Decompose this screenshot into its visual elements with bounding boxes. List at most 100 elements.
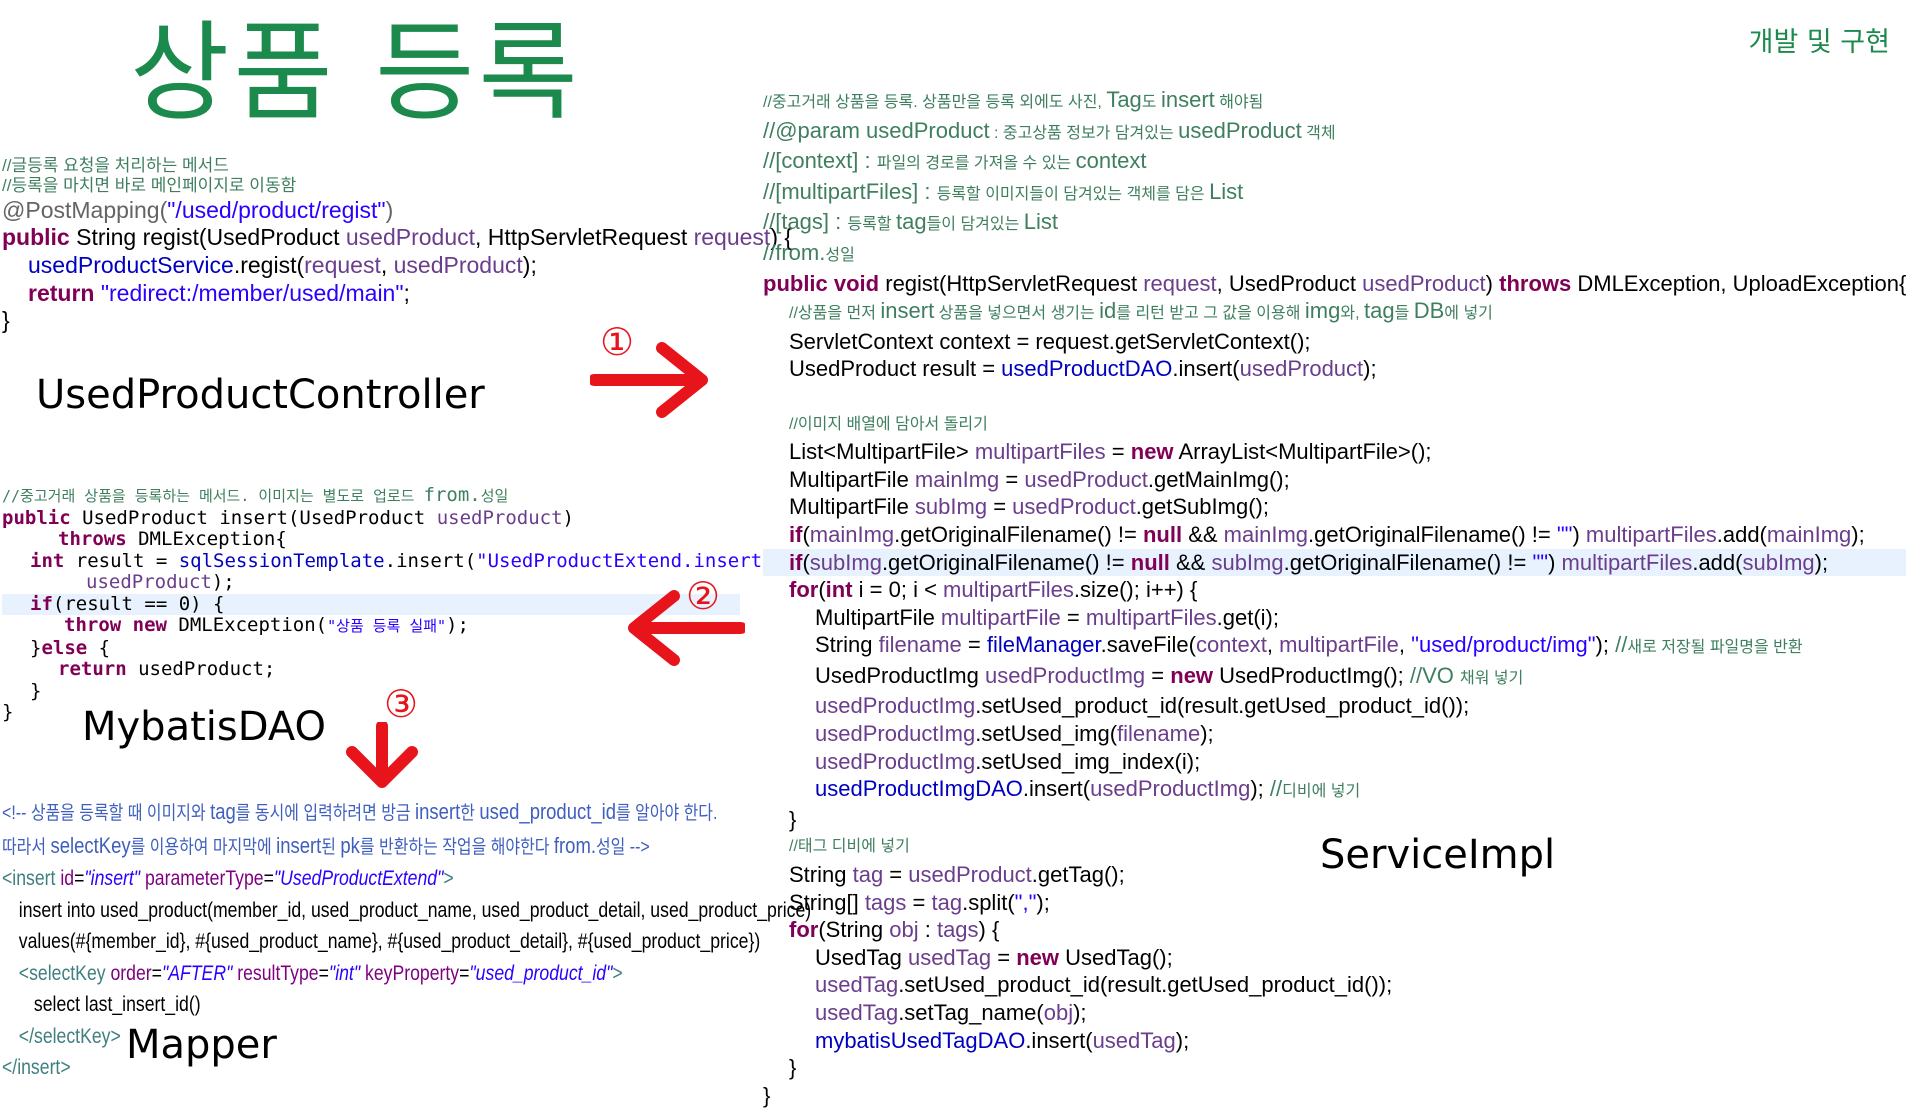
code-variable: usedProductImg [815, 693, 976, 719]
step-number-2: ② [686, 574, 721, 618]
xml-tag: <insert [2, 867, 61, 890]
code-variable: subImg [1211, 549, 1284, 575]
code-token: DMLException{ [126, 528, 287, 550]
code-comment-text: 등록할 이미지들이 담겨있는 객체를 담은 [936, 185, 1210, 203]
code-field: usedProductService [28, 251, 234, 278]
code-comment-text: 채워 넣기 [1460, 669, 1524, 687]
code-token: ; [403, 279, 410, 306]
code-token: i = 0; i < [852, 577, 944, 603]
code-token: .getMainImg(); [1147, 466, 1290, 492]
code-token: , UsedProduct [1216, 270, 1363, 296]
code-string: "UsedProductExtend.insert" [476, 549, 774, 572]
code-line: usedProduct); [2, 571, 785, 594]
code-token: .getOriginalFilename() != [894, 521, 1143, 547]
code-variable: usedProduct [393, 251, 523, 278]
mapper-label: Mapper [126, 1022, 277, 1068]
code-string: "" [1532, 549, 1549, 575]
code-token: ); [1175, 1027, 1190, 1053]
code-comment: <!-- 상품을 등록할 때 이미지와 tag를 동시에 입력하려면 방금 in… [2, 796, 811, 830]
code-line: usedProductService.regist(request, usedP… [2, 252, 792, 280]
code-token: ArrayList<MultipartFile>(); [1173, 439, 1432, 465]
code-token: = [961, 632, 987, 658]
code-token: regist(HttpServletRequest [879, 270, 1144, 296]
code-token: .insert( [1172, 356, 1240, 382]
code-line: int result = sqlSessionTemplate.insert("… [2, 549, 785, 573]
code-comment-text: from. [553, 832, 596, 858]
code-token: = [1145, 662, 1171, 688]
code-comment-text: Tag [1106, 87, 1142, 112]
xml-value: "int" [328, 961, 361, 985]
code-comment-text: 성일 [825, 246, 855, 264]
code-comment-text: 들이 담겨있는 [926, 216, 1024, 234]
code-line: return usedProduct; [2, 658, 785, 681]
code-line: }else { [2, 637, 785, 660]
step-number-3: ③ [384, 682, 419, 726]
code-token: .get(i); [1216, 604, 1279, 630]
code-variable: usedTag [815, 972, 899, 998]
code-line: usedTag.setUsed_product_id(result.getUse… [763, 971, 1906, 999]
code-comment: //[tags] : 등록할 tag들이 담겨있는 List [763, 208, 1906, 239]
code-variable: usedTag [1092, 1027, 1176, 1053]
code-line: select last_insert_id() [33, 993, 201, 1016]
step-number-1: ① [600, 320, 635, 364]
code-token: = [987, 494, 1013, 520]
xml-value: "used_product_id" [469, 961, 613, 985]
code-token: .insert( [1025, 1027, 1093, 1053]
code-string: "redirect:/member/used/main" [94, 279, 404, 306]
code-keyword: for [789, 917, 819, 943]
code-line: String filename = fileManager.saveFile(c… [763, 631, 1906, 662]
code-line: usedProductImg.setUsed_img_index(i); [763, 748, 1906, 776]
code-comment-text: insert [880, 298, 935, 324]
code-token: .saveFile( [1100, 632, 1196, 658]
code-keyword: if [789, 549, 803, 575]
code-token: .setUsed_img_index(i); [975, 748, 1201, 774]
code-keyword: public [2, 224, 70, 251]
code-token: .getSubImg(); [1135, 494, 1269, 520]
code-line: MultipartFile multipartFile = multipartF… [763, 604, 1906, 632]
code-variable: mainImg [914, 466, 1000, 492]
code-comment-text: // [1615, 632, 1628, 658]
code-variable: usedProductImg [984, 662, 1146, 688]
code-line: List<MultipartFile> multipartFiles = new… [763, 438, 1906, 466]
code-variable: filename [1117, 721, 1201, 747]
code-token: String[] [789, 889, 865, 915]
code-comment-text: tag [1363, 298, 1395, 324]
code-variable: request [304, 251, 381, 278]
code-token: = [151, 961, 162, 985]
code-comment-text: //[tags] : [763, 209, 848, 235]
code-token: .size(); i++) { [1073, 577, 1198, 603]
code-token: ) [562, 506, 574, 529]
xml-value: "insert" [84, 867, 141, 890]
code-line: public void regist(HttpServletRequest re… [763, 270, 1906, 298]
code-token: = [906, 889, 932, 915]
code-line: public String regist(UsedProduct usedPro… [2, 224, 792, 252]
code-comment-text: 를 이용하여 마지막에 [130, 836, 277, 858]
code-token: .regist( [233, 251, 305, 278]
code-comment-text: 디비에 넣기 [1282, 783, 1361, 801]
code-keyword: throws [58, 528, 127, 550]
code-token: ) [1548, 549, 1562, 575]
code-string: "used/product/img" [1411, 632, 1596, 658]
code-comment-text: usedProduct [1178, 117, 1302, 143]
code-variable: usedProduct [908, 862, 1032, 888]
arrow-left-icon [620, 588, 745, 668]
code-comment-text: 성일 --> [595, 836, 650, 858]
code-comment: //중고거래 상품을 등록하는 메서드. 이미지는 별도로 업로드 from.성… [2, 484, 785, 508]
code-comment: //태그 디비에 넣기 [789, 838, 910, 856]
code-comment-text: 들 [1394, 305, 1414, 323]
code-comment-text: insert [1160, 87, 1215, 112]
code-token: MultipartFile [789, 494, 915, 520]
code-token: ); [1363, 356, 1377, 382]
code-token: .setTag_name( [898, 1000, 1044, 1025]
code-blank-line [763, 383, 1906, 411]
code-string: "상품 등록 실패" [327, 617, 447, 635]
xml-tag: > [443, 867, 454, 890]
code-line: throw new DMLException("상품 등록 실패"); [2, 614, 785, 638]
code-line-highlighted: if(subImg.getOriginalFilename() != null … [763, 548, 1907, 577]
code-variable: mainImg [1766, 521, 1852, 547]
mapper-code-block: <!-- 상품을 등록할 때 이미지와 tag를 동시에 입력하려면 방금 in… [2, 796, 965, 1084]
code-comment-text: img [1304, 298, 1341, 324]
code-token: String [789, 862, 853, 888]
code-variable: multipartFiles [1561, 549, 1693, 575]
code-token: ( [802, 549, 810, 575]
